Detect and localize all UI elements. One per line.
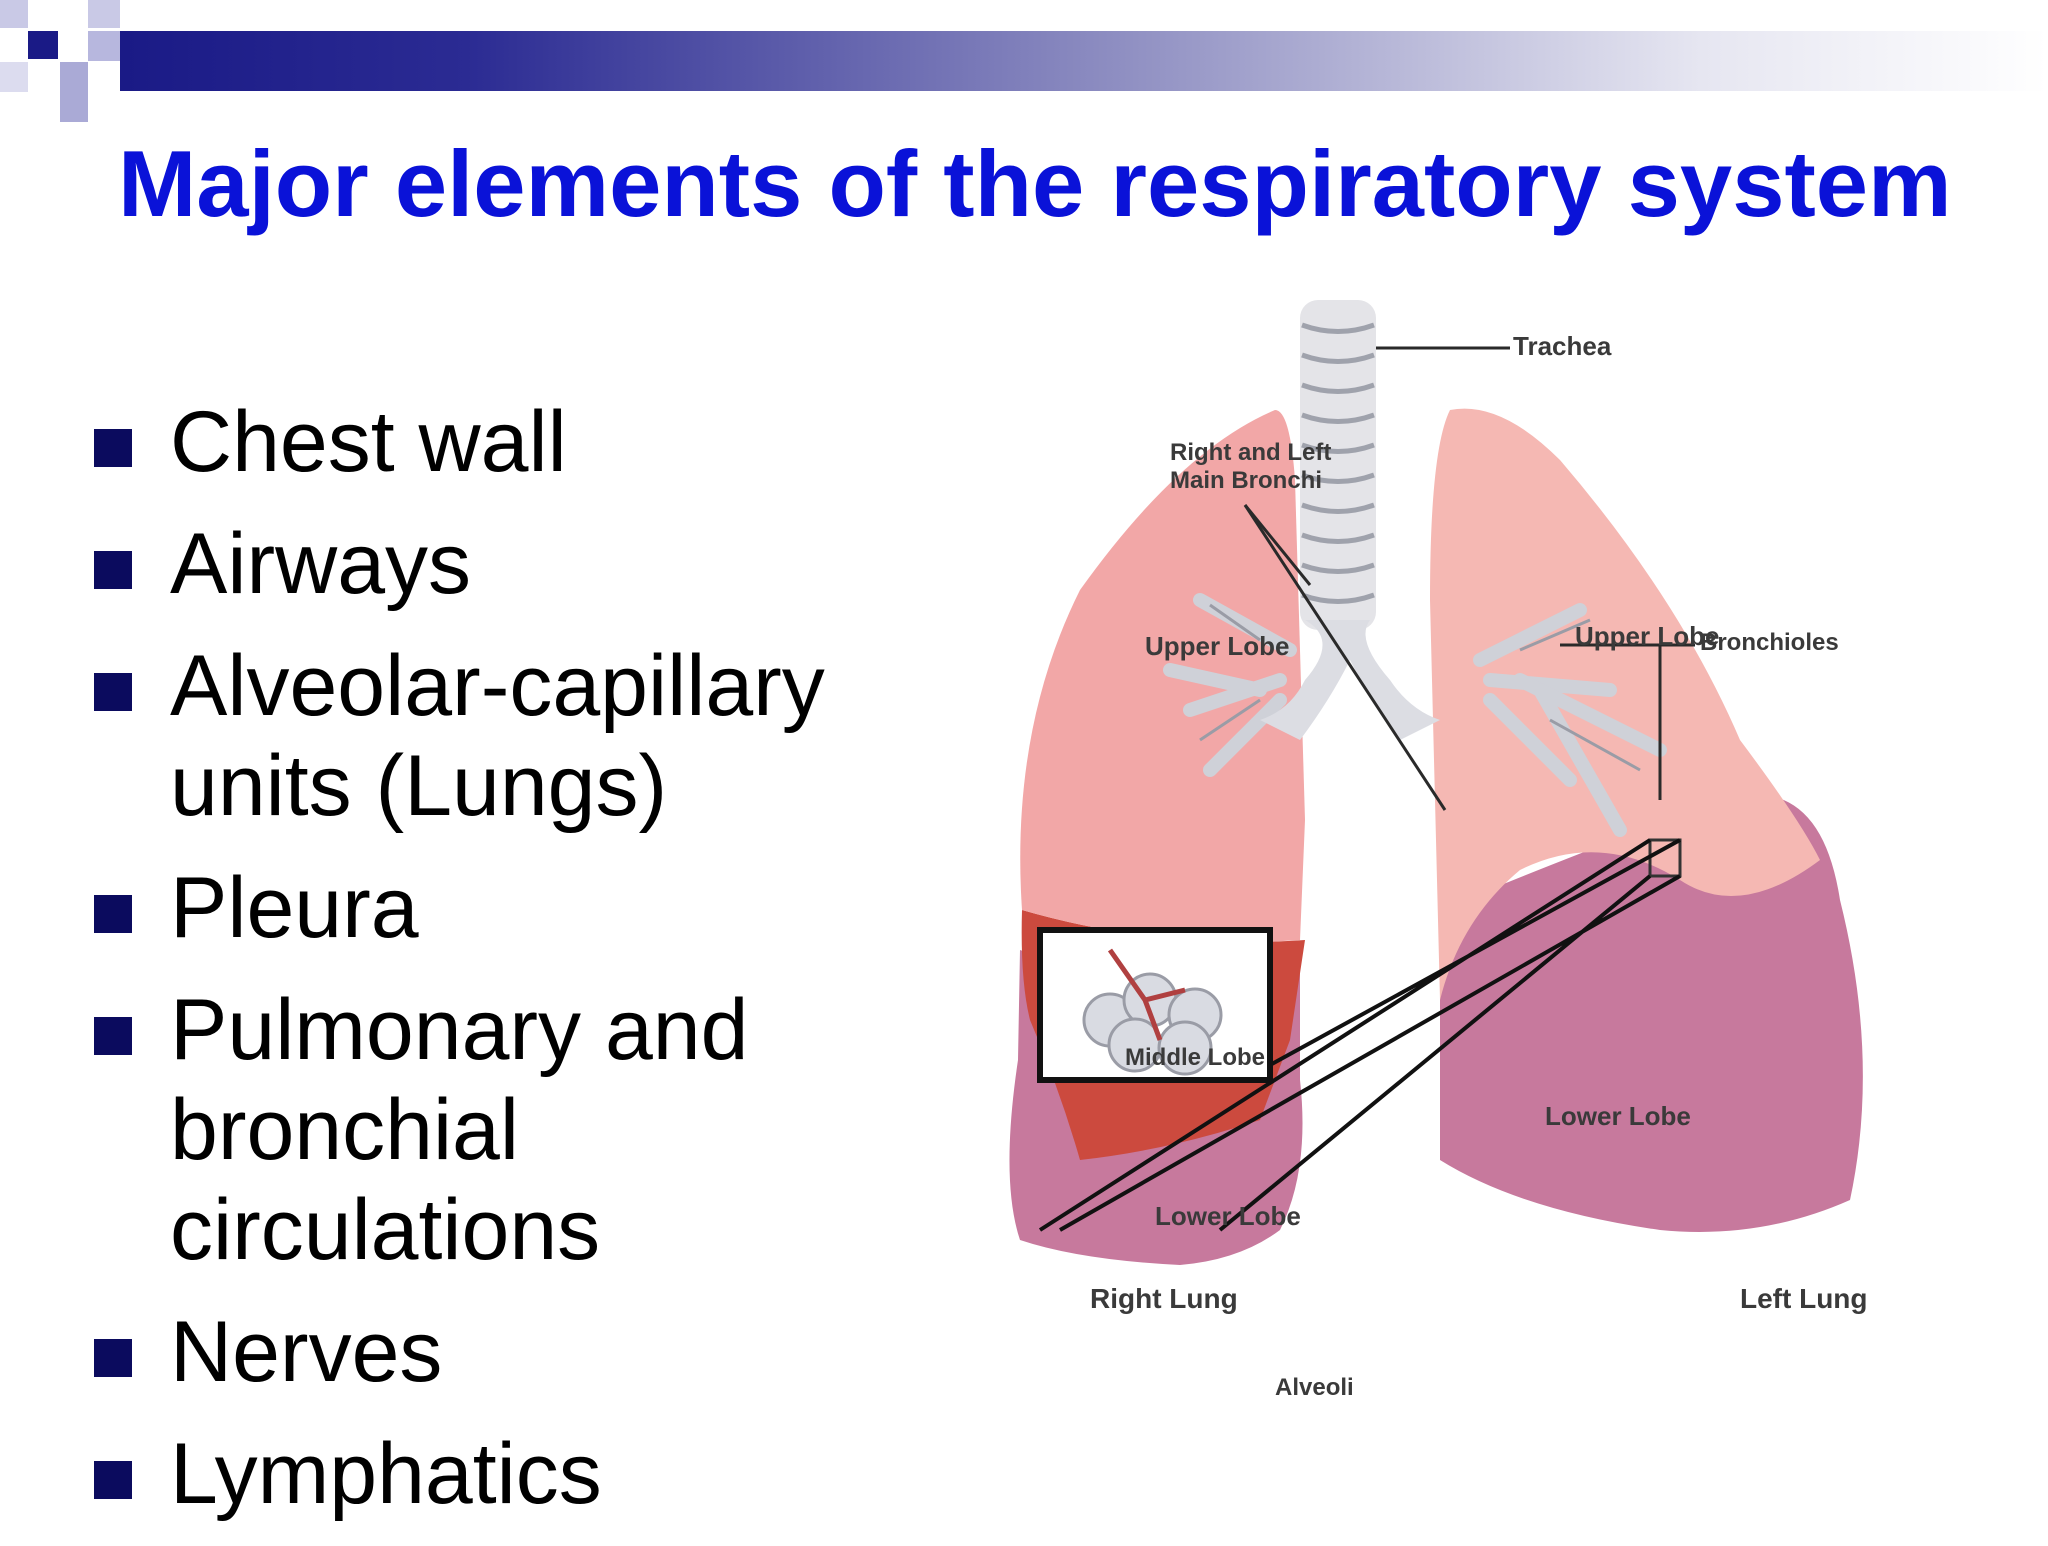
header-gradient-bar — [120, 31, 2048, 91]
bullet-square-icon — [94, 551, 132, 589]
label-trachea: Trachea — [1513, 331, 1612, 361]
bullet-item: Lymphatics — [92, 1424, 1012, 1524]
bullet-item: Alveolar-capillary units (Lungs) — [92, 636, 970, 836]
header-square-dark — [28, 31, 58, 59]
right-upper-lobe — [1020, 410, 1305, 942]
header-square-light — [0, 62, 28, 92]
right-lung — [1009, 410, 1305, 1265]
label-right-lower-lobe: Lower Lobe — [1155, 1201, 1301, 1231]
label-left-lower-lobe: Lower Lobe — [1545, 1101, 1691, 1131]
label-middle-lobe: Middle Lobe — [1125, 1044, 1265, 1071]
bullet-list: Chest wall Airways Alveolar-capillary un… — [92, 392, 1012, 1546]
bullet-square-icon — [94, 1339, 132, 1377]
label-left-upper-lobe: Upper Lobe — [1575, 621, 1719, 651]
bronchial-tree-detail — [1199, 603, 1641, 772]
header-square-light — [0, 0, 28, 28]
trachea — [1260, 300, 1440, 740]
bullet-item: Nerves — [92, 1302, 1012, 1402]
header-square-light — [88, 0, 120, 28]
left-lung — [1430, 408, 1863, 1232]
label-alveoli: Alveoli — [1275, 1374, 1354, 1401]
left-lower-lobe — [1440, 794, 1863, 1232]
label-right-lung: Right Lung — [1090, 1283, 1238, 1314]
bullet-text: Nerves — [170, 1304, 443, 1400]
bullet-text: Pleura — [170, 860, 419, 956]
bullet-square-icon — [94, 1461, 132, 1499]
bullet-square-icon — [94, 673, 132, 711]
bullet-item: Pleura — [92, 858, 1012, 958]
leader-lines — [1243, 346, 1695, 811]
bullet-text: Airways — [170, 516, 472, 612]
label-main-bronchi: Right and Left — [1170, 439, 1331, 466]
bullet-square-icon — [94, 895, 132, 933]
lung-diagram: Trachea Right and Left Main Bronchi Uppe… — [960, 300, 2000, 1480]
label-main-bronchi: Main Bronchi — [1170, 467, 1322, 494]
header-square-light — [60, 62, 88, 122]
bullet-text: Lymphatics — [170, 1426, 602, 1522]
bullet-square-icon — [94, 1017, 132, 1055]
header-square-light — [88, 31, 120, 61]
bullet-item: Airways — [92, 514, 1012, 614]
label-right-upper-lobe: Upper Lobe — [1145, 631, 1289, 661]
label-left-lung: Left Lung — [1740, 1283, 1868, 1314]
bullet-square-icon — [94, 429, 132, 467]
slide-title: Major elements of the respiratory system — [118, 131, 1952, 236]
bullet-item: Pulmonary and bronchial circulations — [92, 980, 870, 1280]
bullet-text: Pulmonary and bronchial circulations — [170, 982, 749, 1278]
alveoli-cluster-icon — [1082, 948, 1223, 1076]
label-bronchioles: Bronchioles — [1700, 629, 1839, 656]
bullet-text: Alveolar-capillary units (Lungs) — [170, 638, 825, 834]
bullet-text: Chest wall — [170, 394, 567, 490]
bullet-item: Chest wall — [92, 392, 1012, 492]
bronchial-tree — [1163, 593, 1667, 837]
left-upper-lobe — [1430, 408, 1820, 1000]
